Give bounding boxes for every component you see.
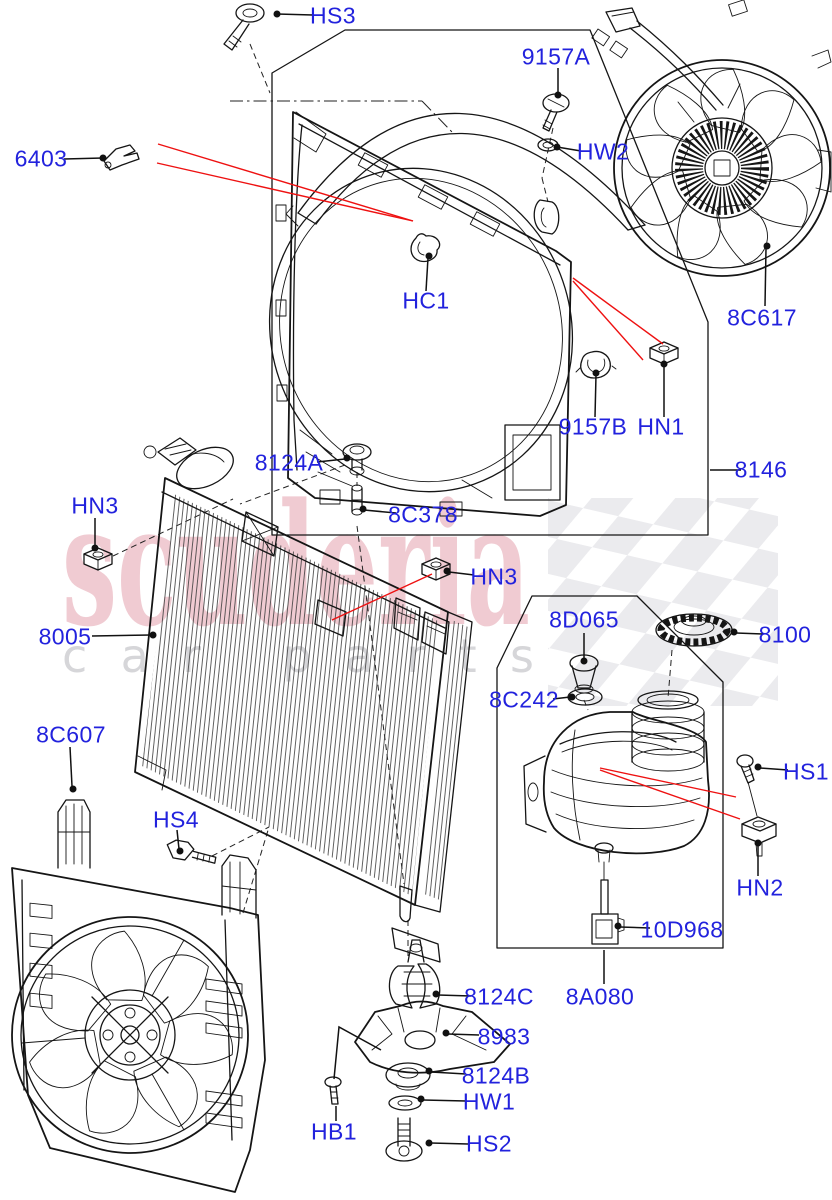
nut-hn2-drawing	[741, 816, 777, 857]
part-label-8124a: 8124A	[254, 449, 324, 476]
bracket-8983-drawing	[354, 1000, 511, 1074]
part-label-hb1: HB1	[311, 1118, 357, 1145]
part-label-8124b: 8124B	[461, 1062, 531, 1089]
checkered-flag-watermark	[548, 498, 778, 706]
lower-fan-shroud-drawing	[11, 799, 266, 1193]
part-label-8c242: 8C242	[489, 686, 559, 713]
part-label-8d065: 8D065	[549, 606, 619, 633]
bolt-hs2-drawing	[385, 1117, 423, 1162]
screw-hs4-drawing	[166, 839, 217, 864]
radiator-drawing	[134, 437, 473, 963]
fan-shroud-drawing	[268, 111, 574, 517]
expansion-tank-drawing	[523, 613, 733, 881]
clip-6403-drawing	[103, 144, 140, 171]
part-label-8146: 8146	[734, 456, 788, 483]
grommet-8124b-drawing	[385, 1062, 431, 1091]
leader-lines	[63, 10, 789, 1147]
part-label-10d968: 10D968	[640, 916, 724, 943]
part-label-9157a: 9157A	[521, 43, 591, 70]
part-label-8c378: 8C378	[388, 501, 458, 528]
bolt-hb1-drawing	[324, 1076, 342, 1105]
viscous-fan-drawing	[605, 0, 832, 277]
shroud-top-strap-drawing	[285, 28, 646, 231]
part-label-8005: 8005	[38, 623, 92, 650]
shroud-box-outline	[271, 29, 709, 536]
part-label-hs1: HS1	[783, 758, 829, 785]
screw-9157a-drawing	[542, 93, 570, 132]
part-label-hn3-right: HN3	[470, 563, 518, 590]
part-label-hn1: HN1	[637, 413, 685, 440]
part-label-8c617: 8C617	[727, 304, 797, 331]
part-label-8124c: 8124C	[464, 983, 534, 1010]
part-label-9157b: 9157B	[558, 413, 628, 440]
part-label-hc1: HC1	[402, 287, 450, 314]
part-label-hw2: HW2	[576, 138, 630, 165]
part-label-hs4: HS4	[153, 806, 199, 833]
mount-8124c-drawing	[388, 939, 441, 1009]
part-label-hn3-left: HN3	[71, 492, 119, 519]
part-label-8a080: 8A080	[565, 983, 635, 1010]
part-label-hn2: HN2	[736, 874, 784, 901]
screw-hs1-drawing	[736, 754, 755, 784]
part-label-6403: 6403	[14, 145, 68, 172]
part-label-hw1: HW1	[462, 1088, 516, 1115]
tank-box-outline	[496, 595, 724, 949]
part-label-hs3: HS3	[310, 2, 356, 29]
part-label-8983: 8983	[477, 1023, 531, 1050]
grommet-8124a-drawing	[342, 443, 372, 476]
push-pin-hs3-drawing	[223, 3, 265, 51]
level-sensor-drawing	[591, 879, 625, 945]
part-label-8c607: 8C607	[36, 721, 106, 748]
red-leader-lines	[156, 143, 741, 820]
clip-hc1-drawing	[410, 233, 441, 263]
washer-hw1-drawing	[388, 1095, 422, 1111]
part-label-hs2: HS2	[466, 1130, 512, 1157]
part-label-8100: 8100	[758, 621, 812, 648]
